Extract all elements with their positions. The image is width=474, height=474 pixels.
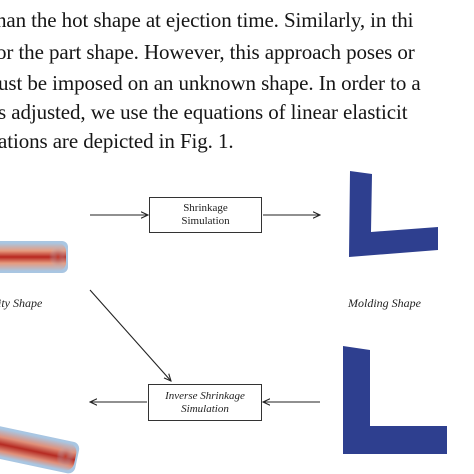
paragraph-line-4: s adjusted, we use the equations of line… bbox=[0, 100, 408, 124]
cavity-shape-label: ity Shape bbox=[0, 296, 43, 310]
shrinkage-box-line1: Shrinkage bbox=[183, 202, 228, 214]
paragraph-line-1: han the hot shape at ejection time. Simi… bbox=[0, 8, 414, 32]
molding-l-shape bbox=[349, 171, 438, 257]
target-l-shape bbox=[343, 346, 447, 454]
inverse-shrinkage-simulation-box: Inverse Shrinkage Simulation bbox=[148, 384, 262, 421]
shrinkage-simulation-box: Shrinkage Simulation bbox=[149, 197, 262, 233]
inverse-box-line2: Simulation bbox=[181, 402, 229, 415]
molding-shape-label: Molding Shape bbox=[348, 296, 421, 310]
arrow-diagonal-to-inverse-box bbox=[89, 289, 171, 381]
inverse-box-line1: Inverse Shrinkage bbox=[165, 389, 245, 402]
cavity-shape-heatmap bbox=[0, 241, 68, 273]
paragraph-line-5: ations are depicted in Fig. 1. bbox=[0, 129, 234, 153]
paragraph-line-2: or the part shape. However, this approac… bbox=[0, 40, 415, 64]
cavity-shape-heatmap-lower bbox=[0, 424, 80, 474]
paragraph-line-3: ust be imposed on an unknown shape. In o… bbox=[0, 71, 421, 95]
shrinkage-box-line2: Simulation bbox=[181, 215, 230, 227]
